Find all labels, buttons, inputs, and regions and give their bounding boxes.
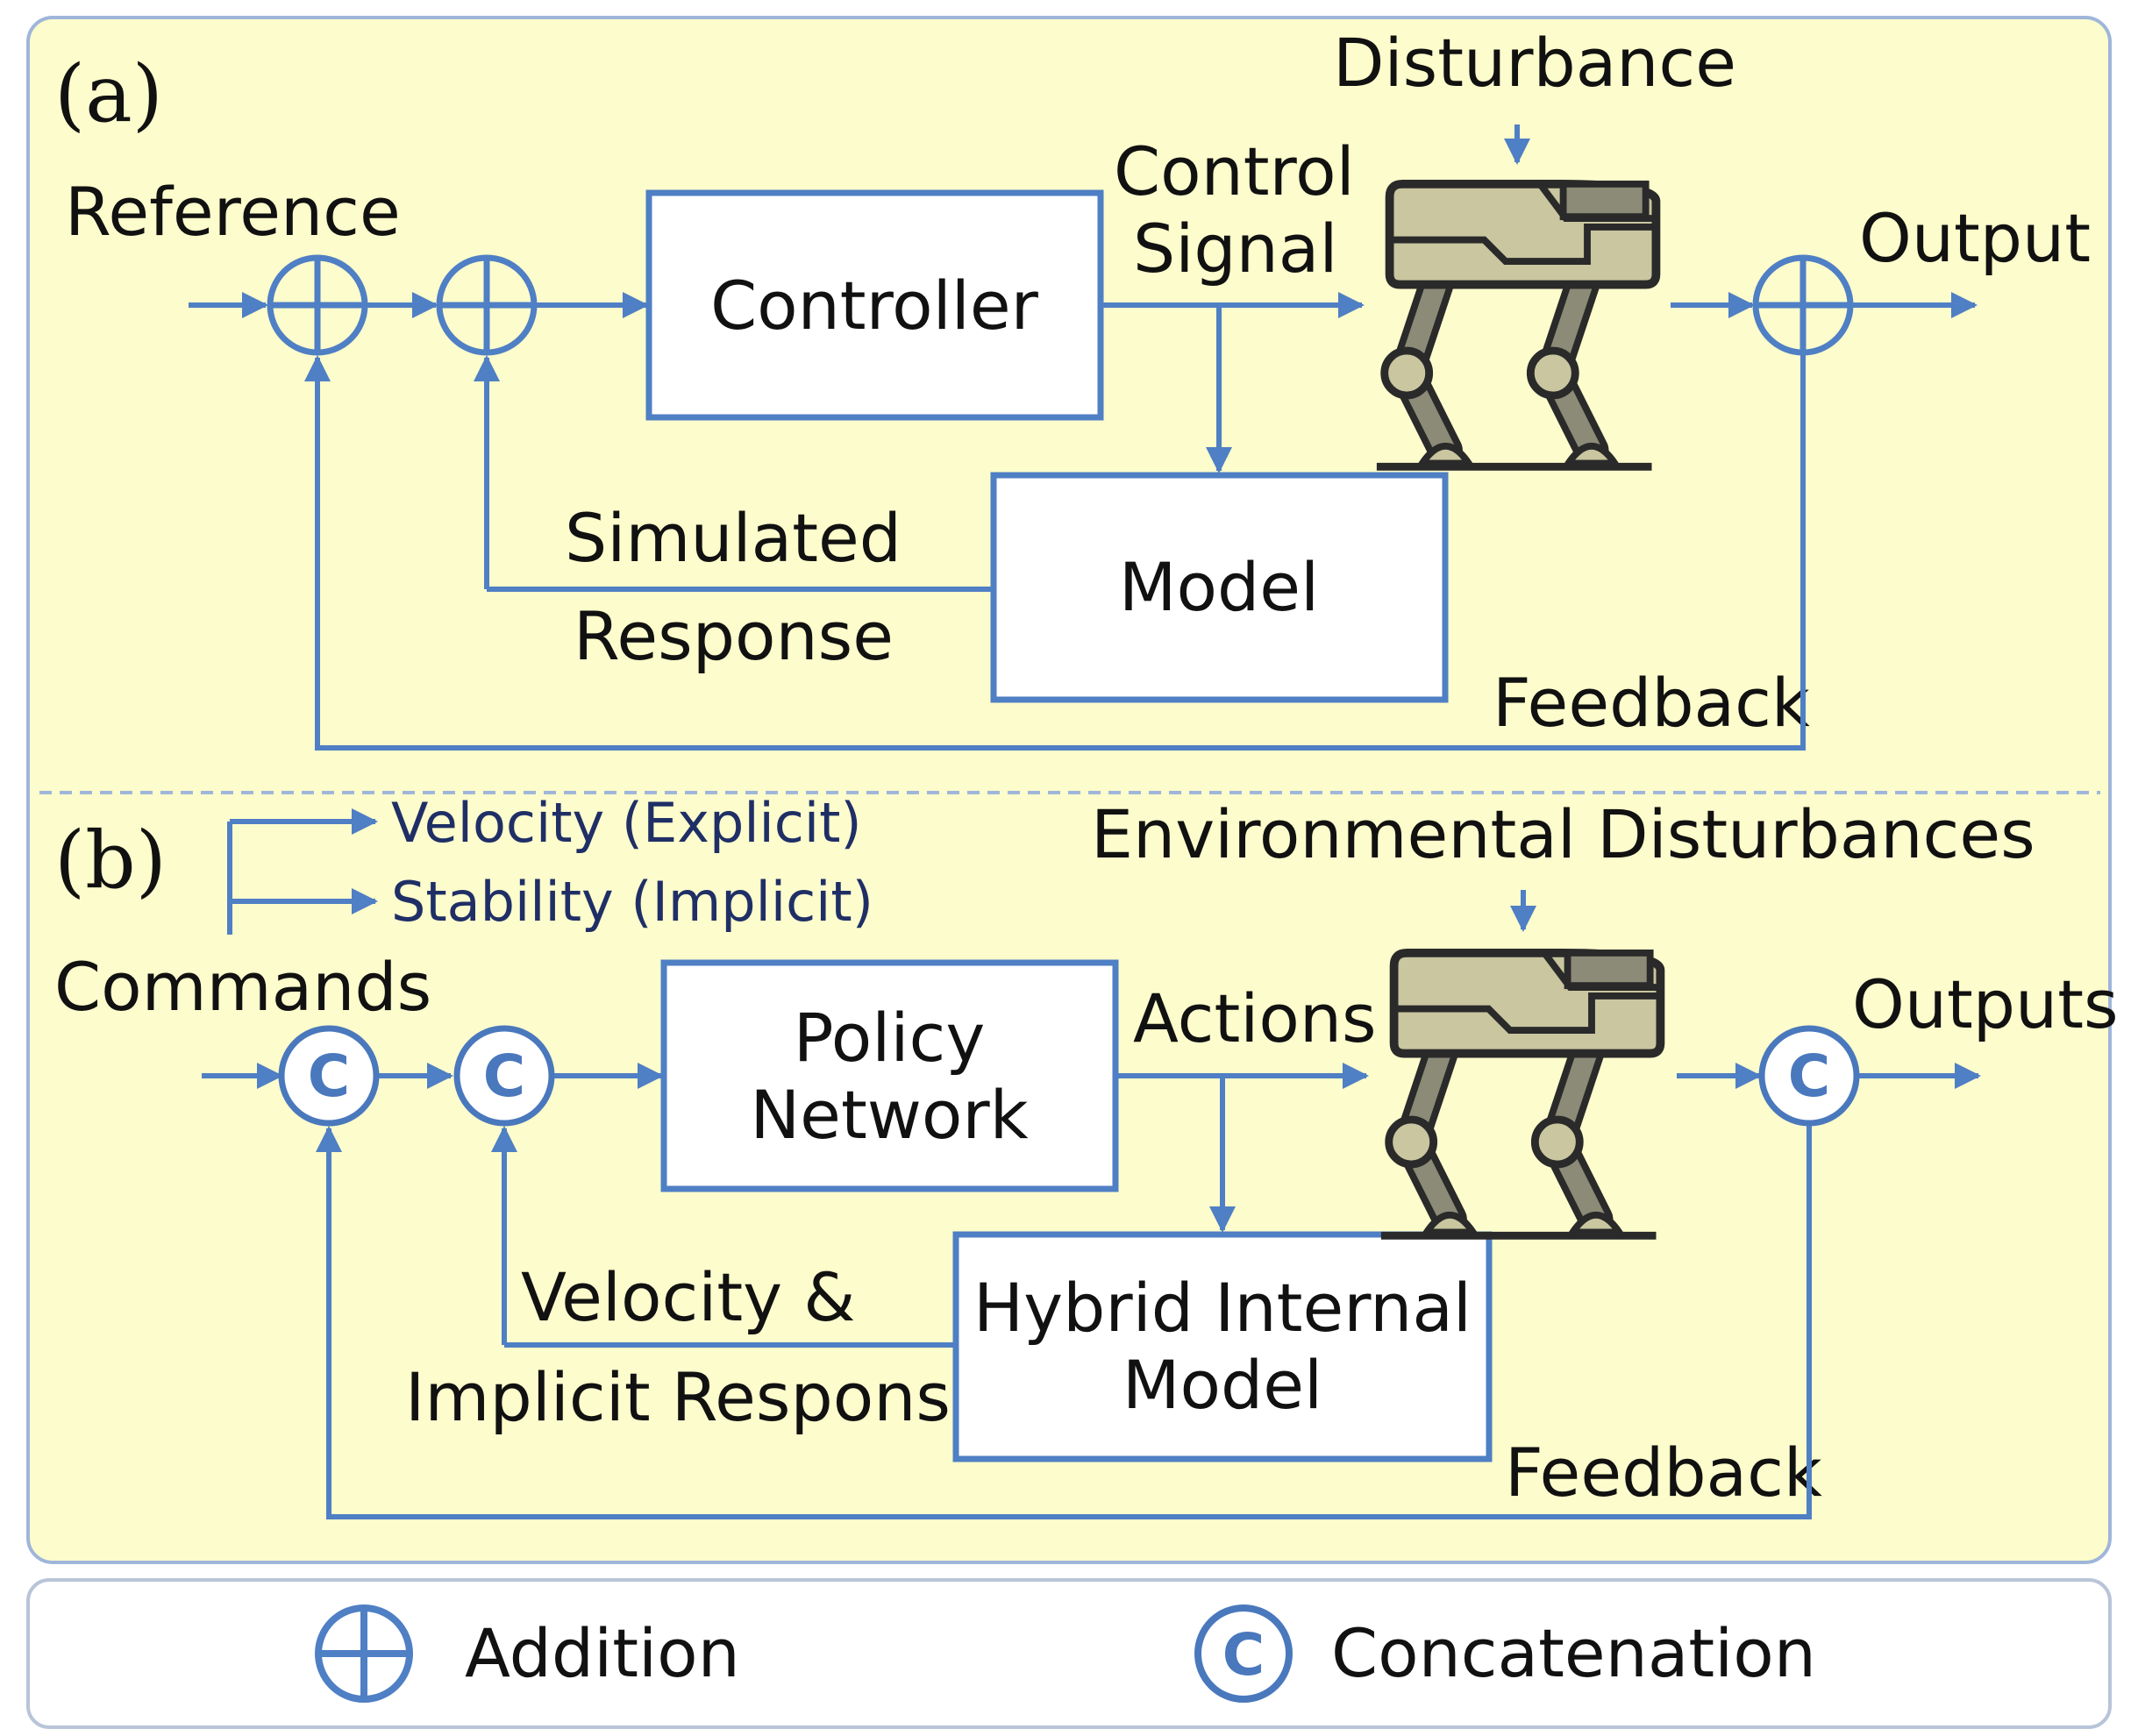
concat-junction-output-symbol: C [1788,1042,1830,1110]
simulated-response-label-line1: Simulated [565,499,902,577]
velocity-implicit-label-line2: Implicit Response [405,1358,992,1436]
hybrid-internal-model-block [952,1231,1493,1462]
flow-lines-b [202,890,1981,1519]
policy-network-block [660,959,1119,1192]
control-signal-label-line1: Control [1114,132,1355,210]
policy-network-label-line2: Network [750,1076,1028,1154]
reference-label: Reference [65,173,401,251]
command-branch-lines [227,808,378,935]
panel-a-label: (a) [54,48,163,140]
controller-block-label: Controller [710,267,1039,345]
legend-addition-label: Addition [465,1614,740,1692]
feedback-label-a: Feedback [1493,664,1810,742]
legend-panel [26,1578,2112,1729]
feedback-label-b: Feedback [1505,1434,1822,1512]
flow-lines-a [189,125,1978,751]
output-label: Output [1859,199,2091,277]
controller-block [645,189,1104,421]
sum-junction-output [1752,254,1854,356]
hybrid-internal-model-label-line1: Hybrid Internal [973,1269,1472,1347]
model-block [990,472,1449,703]
concat-junction-1-symbol: C [308,1042,350,1110]
hybrid-internal-model-label-line2: Model [1122,1346,1322,1424]
legend-concatenation-icon: C [1194,1604,1293,1703]
concat-junction-2-symbol: C [483,1042,525,1110]
control-signal-label-line2: Signal [1133,210,1337,288]
velocity-explicit-label: Velocity (Explicit) [391,791,862,855]
concat-junction-1: C [278,1025,380,1127]
env-disturbances-label: Environmental Disturbances [1091,795,2035,873]
commands-label: Commands [54,948,431,1026]
outputs-label: Outputs [1852,965,2119,1043]
stability-implicit-label: Stability (Implicit) [391,870,873,934]
actions-label: Actions [1133,979,1377,1057]
legend-concatenation-symbol: C [1222,1621,1265,1689]
sum-junction-1 [267,254,368,356]
simulated-response-label-line2: Response [574,597,894,675]
legend-concatenation-label: Concatenation [1331,1614,1816,1692]
concat-junction-2: C [453,1025,555,1127]
concat-junction-output: C [1758,1025,1860,1127]
legend-addition-icon [315,1604,413,1703]
policy-network-label-line1: Policy [794,999,986,1077]
velocity-implicit-label-line1: Velocity & [521,1258,856,1336]
model-block-label: Model [1119,548,1319,626]
panel-b-label: (b) [54,815,167,907]
sum-junction-2 [436,254,538,356]
disturbance-label: Disturbance [1333,24,1736,102]
